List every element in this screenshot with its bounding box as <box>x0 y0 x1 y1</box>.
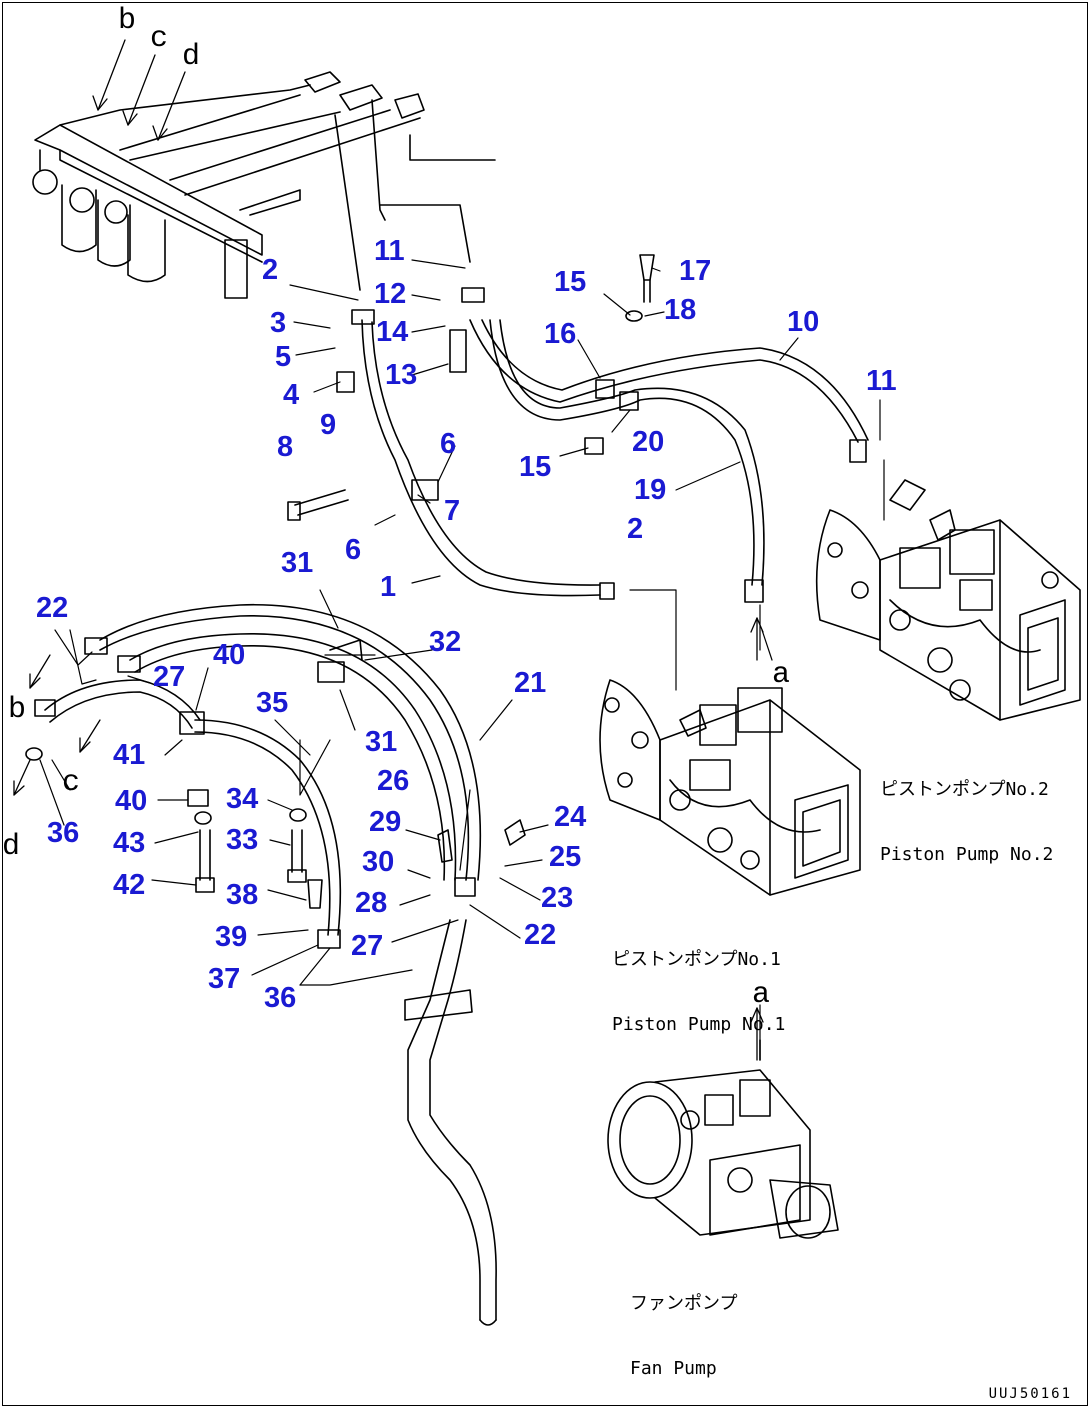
callout-40: 40 <box>115 785 148 817</box>
callout-35: 35 <box>256 687 289 719</box>
callout-2: 2 <box>627 513 644 545</box>
callout-2: 2 <box>262 254 279 286</box>
callout-3: 3 <box>270 307 287 339</box>
fan-pump-label: ファンポンプ Fan Pump <box>630 1250 737 1408</box>
callout-22: 22 <box>524 919 557 951</box>
callout-15: 15 <box>519 451 552 483</box>
callout-31: 31 <box>281 547 314 579</box>
callout-43: 43 <box>113 827 146 859</box>
letter-d: d <box>182 40 201 74</box>
callout-17: 17 <box>679 255 712 287</box>
upper-hoses <box>287 254 869 603</box>
callout-18: 18 <box>664 294 697 326</box>
callout-29: 29 <box>369 806 402 838</box>
callout-19: 19 <box>634 474 667 506</box>
callout-13: 13 <box>385 359 418 391</box>
callout-31: 31 <box>365 726 398 758</box>
callout-36: 36 <box>264 982 297 1014</box>
callout-34: 34 <box>226 783 259 815</box>
callout-30: 30 <box>362 846 395 878</box>
fan-pump-label-jp: ファンポンプ <box>630 1293 738 1315</box>
callout-36: 36 <box>47 817 80 849</box>
letter-b: b <box>118 4 137 38</box>
callout-8: 8 <box>277 431 294 463</box>
callout-24: 24 <box>554 801 587 833</box>
callout-10: 10 <box>787 306 820 338</box>
callout-12: 12 <box>374 278 407 310</box>
piston-pump-2 <box>815 479 1081 721</box>
callout-1: 1 <box>380 571 397 603</box>
callout-37: 37 <box>208 963 241 995</box>
callout-28: 28 <box>355 887 388 919</box>
pump-1-label-jp: ピストンポンプNo.1 <box>612 949 781 971</box>
callout-33: 33 <box>226 824 259 856</box>
callout-38: 38 <box>226 879 259 911</box>
callout-42: 42 <box>113 869 146 901</box>
callout-21: 21 <box>514 667 547 699</box>
letter-d: d <box>2 830 21 864</box>
callout-22: 22 <box>36 592 69 624</box>
callout-27: 27 <box>351 930 384 962</box>
pump-1-label: ピストンポンプNo.1 Piston Pump No.1 <box>612 906 785 1079</box>
callout-11: 11 <box>374 235 405 267</box>
callout-40: 40 <box>213 639 246 671</box>
callout-27: 27 <box>153 661 186 693</box>
callout-25: 25 <box>549 841 582 873</box>
direction-arrows <box>13 39 764 1061</box>
pump-2-label: ピストンポンプNo.2 Piston Pump No.2 <box>880 736 1053 909</box>
letter-c: c <box>150 22 169 56</box>
callout-7: 7 <box>444 495 461 527</box>
letter-b: b <box>8 693 27 727</box>
callout-9: 9 <box>320 409 337 441</box>
callout-20: 20 <box>632 426 665 458</box>
callout-5: 5 <box>275 341 292 373</box>
callout-6: 6 <box>345 534 362 566</box>
pump-2-label-en: Piston Pump No.2 <box>880 843 1054 865</box>
callout-14: 14 <box>376 316 409 348</box>
callout-11: 11 <box>866 365 897 397</box>
pump-2-label-jp: ピストンポンプNo.2 <box>880 779 1049 801</box>
callout-15: 15 <box>554 266 587 298</box>
letter-a: a <box>752 978 771 1012</box>
callout-39: 39 <box>215 921 248 953</box>
callout-16: 16 <box>544 318 577 350</box>
filter-bracket-assembly <box>32 71 496 299</box>
callout-4: 4 <box>283 379 300 411</box>
leader-lines-upper <box>289 259 885 691</box>
letter-a: a <box>772 658 791 692</box>
callout-26: 26 <box>377 765 410 797</box>
callout-6: 6 <box>440 428 457 460</box>
lower-hoses <box>25 603 526 1326</box>
letter-c: c <box>62 766 81 800</box>
callout-23: 23 <box>541 882 574 914</box>
drawing-code: UUJ50161 <box>988 1386 1072 1402</box>
callout-32: 32 <box>429 626 462 658</box>
fan-pump-label-en: Fan Pump <box>630 1357 717 1379</box>
pump-1-label-en: Piston Pump No.1 <box>612 1013 786 1035</box>
leader-lines-lower <box>39 589 761 1061</box>
piston-pump-1 <box>599 679 861 896</box>
callout-41: 41 <box>113 739 146 771</box>
